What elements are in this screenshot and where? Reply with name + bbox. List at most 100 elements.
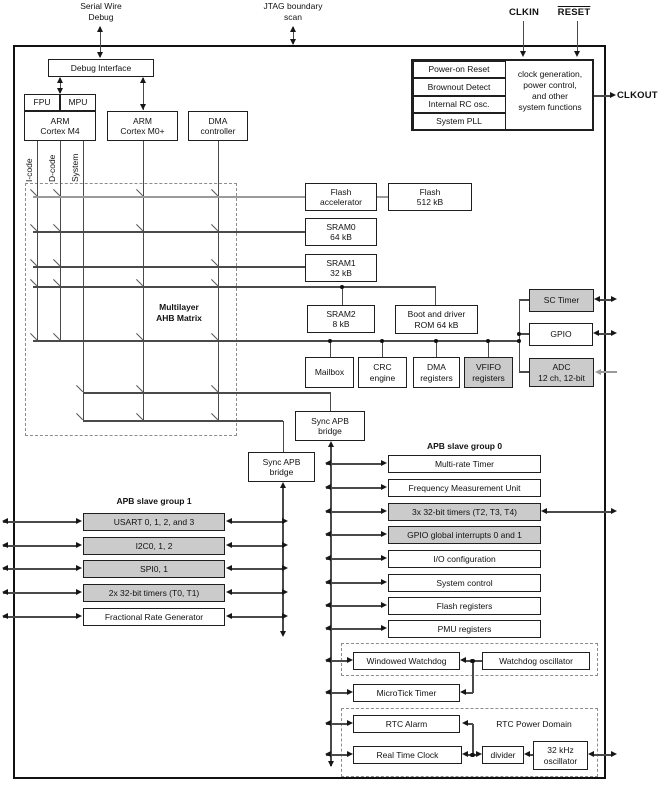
osc-32k-line1: 32 kHz xyxy=(547,745,574,756)
sram2-box: SRAM2 8 kB xyxy=(307,305,375,333)
arrowhead xyxy=(573,51,580,57)
row-label: 2x 32-bit timers (T0, T1) xyxy=(108,587,200,598)
arm-m4-line2: Cortex M4 xyxy=(40,126,80,136)
arm-m0-line1: ARM xyxy=(133,115,152,126)
bus-arrow xyxy=(231,521,283,523)
bridge1-line1: Sync APB xyxy=(262,456,301,467)
matrix-line2: AHB Matrix xyxy=(156,313,202,324)
apb0-title: APB slave group 0 xyxy=(426,441,503,451)
sram1-line2: 32 kB xyxy=(330,268,352,278)
internal-rc-osc-box: Internal RC osc. xyxy=(412,95,506,113)
flash-line1: Flash xyxy=(419,186,441,197)
clock-gen-line3: and other xyxy=(532,91,568,102)
row-label: GPIO global interrupts 0 and 1 xyxy=(407,529,522,540)
fpu-box: FPU xyxy=(24,94,60,111)
junction-dot xyxy=(470,752,475,758)
rtc-alarm-box: RTC Alarm xyxy=(353,715,460,733)
matrix-slave-line xyxy=(33,231,305,233)
connector-line xyxy=(472,661,474,693)
arrowhead xyxy=(226,518,232,524)
swd-line2: Debug xyxy=(88,12,114,23)
matrix-slave-line xyxy=(83,392,331,394)
arrowhead xyxy=(76,542,82,548)
connector-line xyxy=(519,333,529,335)
matrix-master-line xyxy=(83,141,85,421)
dma-reg-line1: DMA xyxy=(427,362,446,373)
apb1-row-i2c: I2C0, 1, 2 xyxy=(83,537,225,555)
apb1-title: APB slave group 1 xyxy=(116,496,192,506)
multilayer-ahb-matrix-label: Multilayer AHB Matrix xyxy=(133,302,225,324)
bus-arrow xyxy=(326,487,382,489)
power-on-reset-box: Power-on Reset xyxy=(412,60,506,78)
arrowhead xyxy=(381,531,387,537)
brownout-detect-box: Brownout Detect xyxy=(412,78,506,96)
arrowhead xyxy=(282,518,288,524)
arrowhead xyxy=(76,565,82,571)
bus-arrow xyxy=(326,754,347,756)
reset-label: RESET xyxy=(553,7,595,19)
microtick-timer-box: MicroTick Timer xyxy=(353,684,460,702)
connector-line xyxy=(519,299,529,301)
crc-engine-box: CRC engine xyxy=(358,357,407,388)
arrowhead xyxy=(2,589,8,595)
connector-line xyxy=(466,692,473,694)
external-arrow xyxy=(3,592,77,594)
arrowhead xyxy=(325,508,331,514)
system-pll-box: System PLL xyxy=(412,113,506,130)
connector-line xyxy=(472,724,474,755)
external-arrow xyxy=(3,616,77,618)
arrowhead xyxy=(325,555,331,561)
arrowhead xyxy=(325,602,331,608)
mailbox-box: Mailbox xyxy=(305,357,354,388)
junction-dot xyxy=(433,338,439,344)
adc-box: ADC 12 ch, 12-bit xyxy=(529,358,594,387)
clkout-label: CLKOUT xyxy=(617,90,658,101)
junction-dot xyxy=(516,331,522,337)
external-arrow xyxy=(599,333,611,335)
arrowhead xyxy=(611,330,617,336)
clock-gen-line1: clock generation, xyxy=(517,69,583,79)
connector-line xyxy=(435,287,437,305)
dma-reg-line2: registers xyxy=(420,372,453,383)
arrowhead xyxy=(282,565,288,571)
sram0-box: SRAM0 64 kB xyxy=(305,218,377,246)
apb0-row-multirate-timer: Multi-rate Timer xyxy=(388,455,541,473)
matrix-slave-line xyxy=(33,286,436,288)
arrowhead xyxy=(279,482,286,488)
arm-m4-line1: ARM xyxy=(50,115,70,126)
arm-cortex-m0-box: ARM Cortex M0+ xyxy=(107,111,178,141)
connector-line xyxy=(330,393,332,411)
bridge0-line1: Sync APB xyxy=(311,415,349,426)
arrowhead xyxy=(96,52,103,58)
adc-input-line xyxy=(600,370,617,374)
gpio-box: GPIO xyxy=(529,323,593,346)
arrowhead xyxy=(325,751,331,757)
sram0-line1: SRAM0 xyxy=(326,221,356,232)
apb1-row-usart: USART 0, 1, 2, and 3 xyxy=(83,513,225,531)
internal-rc-osc-label: Internal RC osc. xyxy=(428,99,490,110)
sram2-line2: 8 kB xyxy=(332,319,350,329)
arrowhead xyxy=(139,77,146,83)
row-label: 3x 32-bit timers (T2, T3, T4) xyxy=(411,506,518,517)
apb1-row-frg: Fractional Rate Generator xyxy=(83,608,225,626)
arrowhead xyxy=(460,657,466,663)
connector-line xyxy=(594,95,611,97)
apb0-row-32bit-timers: 3x 32-bit timers (T2, T3, T4) xyxy=(388,503,541,521)
brownout-detect-label: Brownout Detect xyxy=(427,81,491,92)
power-on-reset-label: Power-on Reset xyxy=(428,64,490,75)
flash-accelerator-box: Flash accelerator xyxy=(305,183,377,211)
connector-line xyxy=(436,341,438,357)
bus-arrow xyxy=(231,545,283,547)
arrowhead xyxy=(76,589,82,595)
adc-line2: 12 ch, 12-bit xyxy=(538,372,585,383)
apb0-row-pmu-registers: PMU registers xyxy=(388,620,541,638)
connector-line xyxy=(488,341,490,357)
arrowhead xyxy=(524,751,530,757)
jtag-line1: JTAG boundary xyxy=(263,1,323,11)
system-pll-label: System PLL xyxy=(436,116,482,127)
boot-rom-line2: ROM 64 kB xyxy=(414,319,459,330)
arrowhead xyxy=(325,657,331,663)
watchdog-region xyxy=(341,643,598,676)
arrowhead xyxy=(325,531,331,537)
connector-line xyxy=(382,341,384,357)
